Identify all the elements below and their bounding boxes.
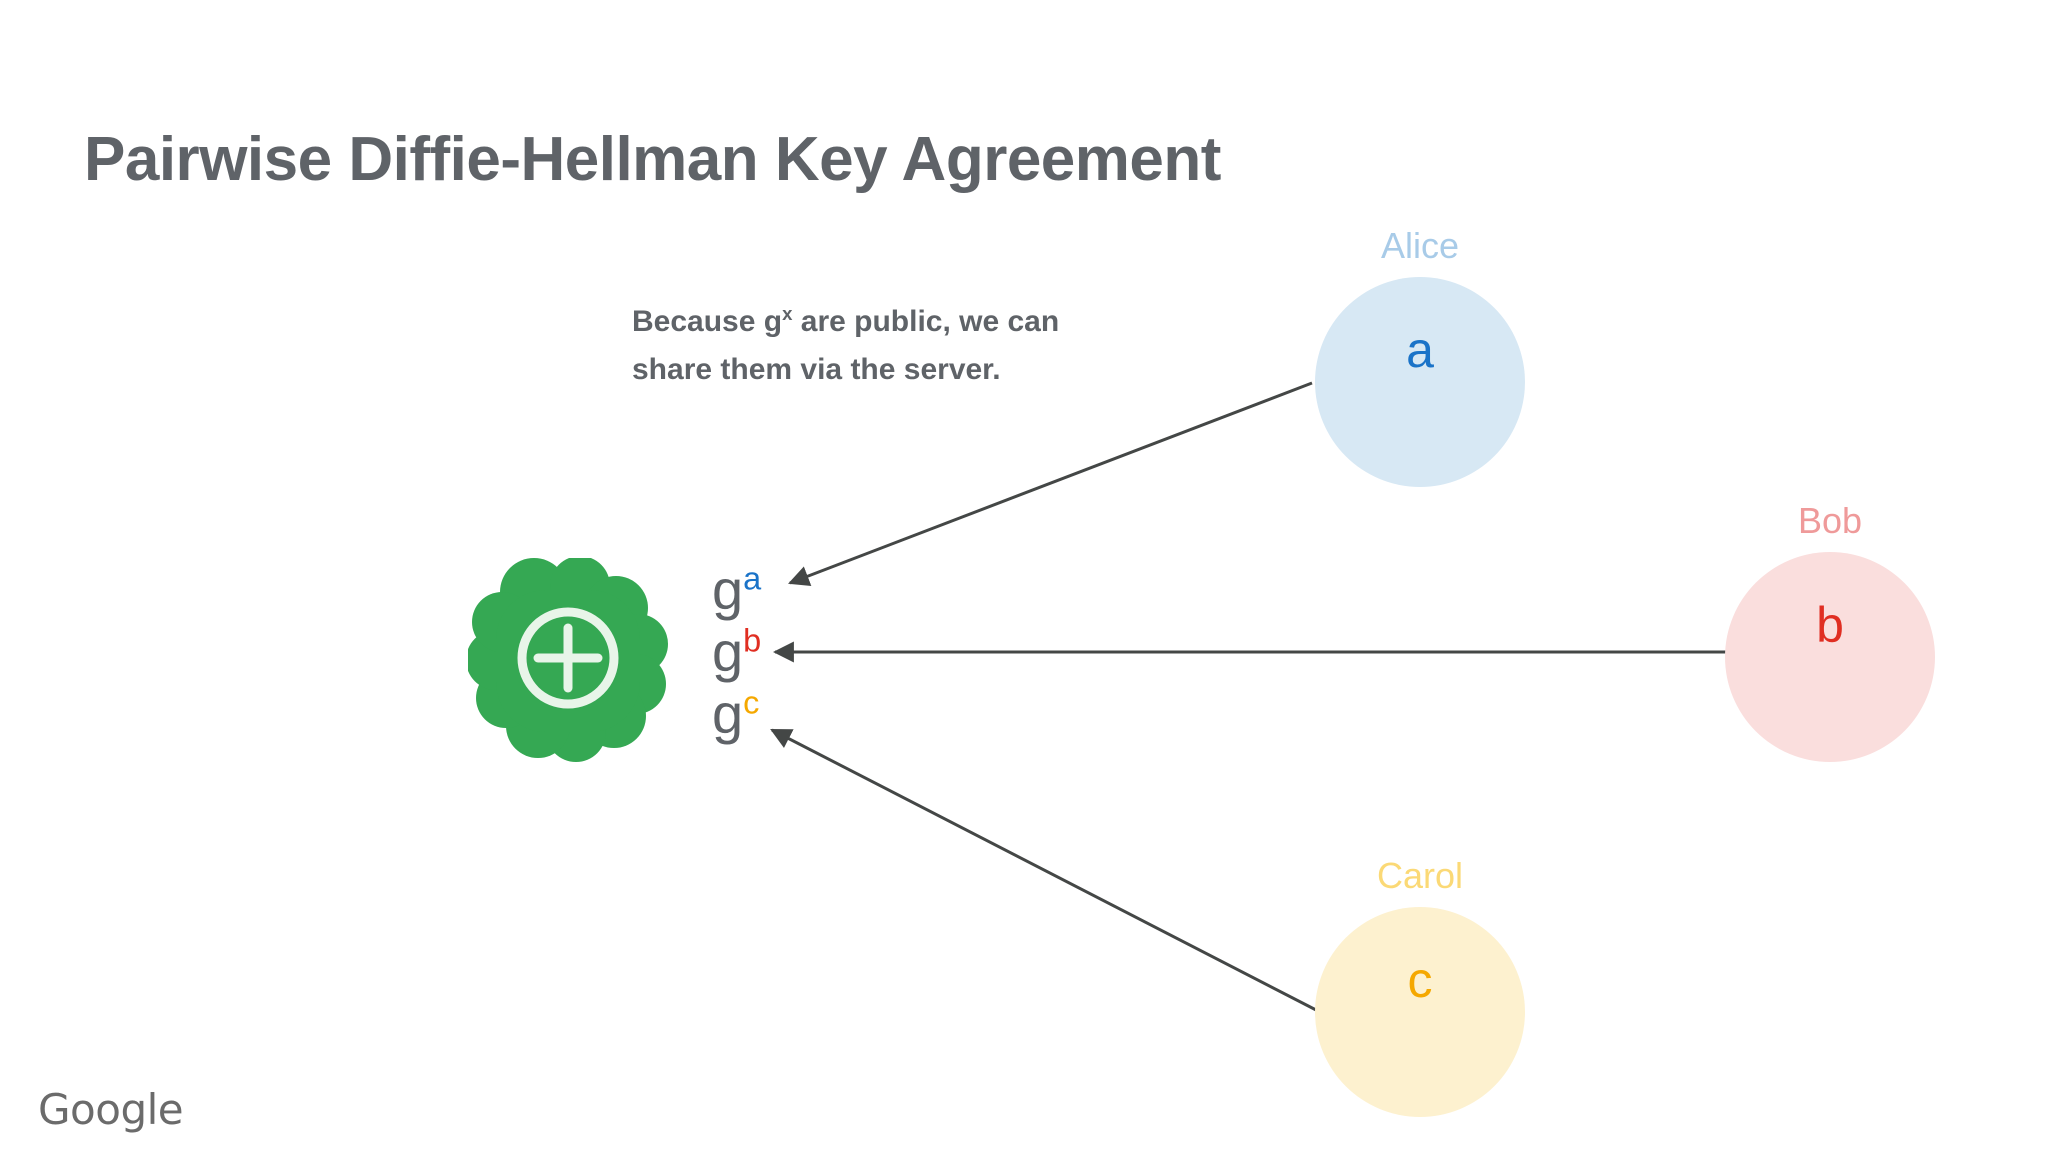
public-key-exponent-b: b — [743, 622, 762, 659]
public-key-g-b: gb — [712, 624, 761, 680]
participant-alice-label: Alice — [1380, 225, 1460, 266]
participant-bob-label: Bob — [1797, 500, 1863, 541]
public-key-base-a: g — [712, 558, 744, 621]
public-key-base-b: g — [712, 620, 744, 683]
participant-bob-bubble[interactable]: b — [1725, 552, 1935, 762]
plus-circle-icon — [517, 607, 619, 709]
google-logo: Google — [38, 1085, 184, 1134]
note-exponent-x: x — [782, 303, 793, 324]
note-line-1-after: are public, we can — [792, 305, 1060, 338]
arrow-carol-to-gc — [770, 728, 1321, 1014]
page-title: Pairwise Diffie-Hellman Key Agreement — [84, 125, 1221, 194]
public-key-g-c: gc — [712, 686, 759, 742]
arrow-alice-to-ga — [788, 381, 1313, 587]
public-key-exponent-c: c — [743, 684, 760, 721]
note-line-1-before: Because g — [632, 305, 783, 338]
public-key-exponent-a: a — [743, 560, 762, 597]
participant-carol-label: Carol — [1376, 855, 1464, 896]
explanatory-note: Because gx are public, we can share them… — [632, 298, 1192, 394]
participant-bob-secret: b — [1816, 597, 1844, 653]
participant-carol-secret: c — [1407, 952, 1433, 1008]
public-key-base-c: g — [712, 682, 744, 745]
participant-carol-bubble[interactable]: c — [1315, 907, 1525, 1117]
note-line-2: share them via the server. — [632, 353, 1001, 386]
note-line-1: Because gx are public, we can — [632, 303, 1060, 338]
participant-alice-bubble[interactable]: a — [1315, 277, 1525, 487]
server-cloud[interactable] — [466, 556, 668, 762]
public-key-g-a: ga — [712, 562, 761, 618]
participant-alice-secret: a — [1406, 322, 1434, 378]
